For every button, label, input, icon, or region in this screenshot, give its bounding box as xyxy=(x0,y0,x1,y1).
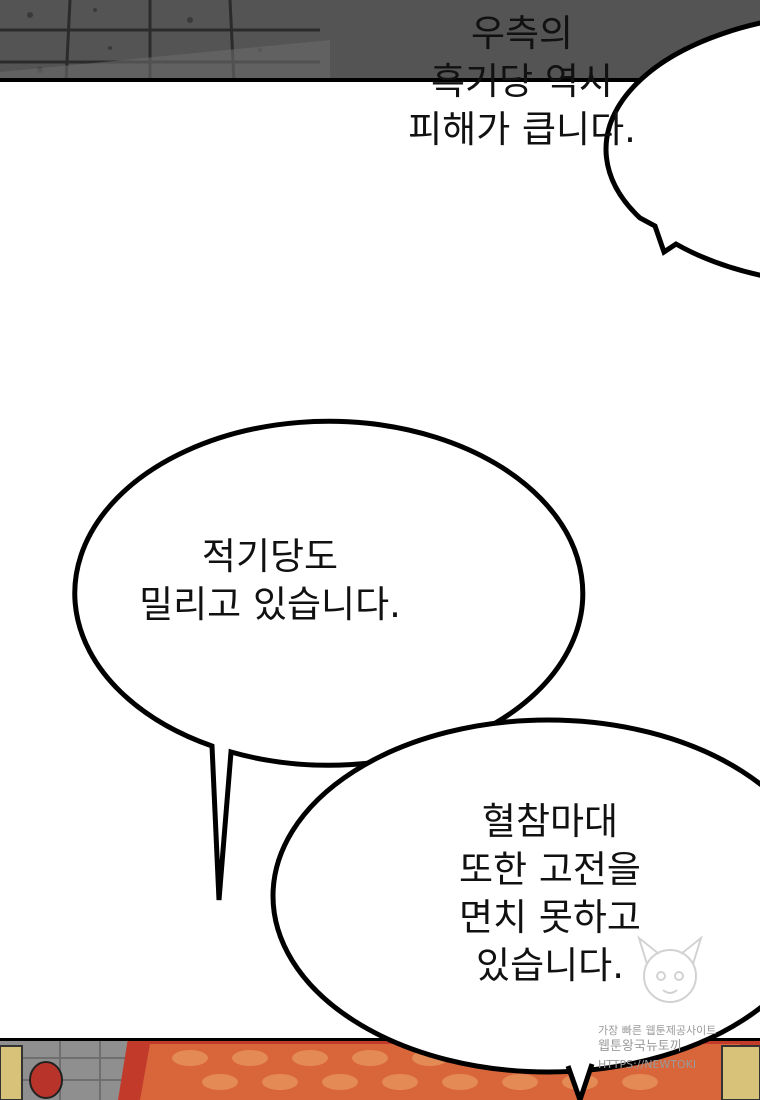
bubble-3-line-2: 또한 고전을 xyxy=(459,848,641,891)
bubble-2-line-1: 적기당도 xyxy=(201,535,339,578)
bubble-1-line-1: 우측의 xyxy=(470,12,574,55)
bubble-1-line-3: 피해가 큽니다. xyxy=(408,108,636,151)
watermark-line-1: 가장 빠른 웹툰제공사이트 xyxy=(598,1024,717,1037)
watermark-line-3: HTTPS://NEWTOKI xyxy=(598,1058,697,1071)
speech-bubble-3 xyxy=(270,717,760,1075)
bubble-1-text: 우측의 흑기당 역시 피해가 큽니다. xyxy=(372,10,672,154)
bubble-1-line-2: 흑기당 역시 xyxy=(431,60,613,103)
speech-bubble-3-tail xyxy=(565,1063,595,1100)
bubble-2-text: 적기당도 밀리고 있습니다. xyxy=(110,533,430,629)
mascot-watermark-icon xyxy=(637,935,703,1003)
bubble-3-line-4: 있습니다. xyxy=(476,944,624,987)
bubble-3-line-3: 면치 못하고 xyxy=(459,896,641,939)
bubble-2-line-2: 밀리고 있습니다. xyxy=(139,583,401,626)
bubble-3-line-1: 혈참마대 xyxy=(481,800,619,843)
watermark-line-2: 웹툰왕국뉴토끼 xyxy=(598,1039,682,1054)
bubble-3-text: 혈참마대 또한 고전을 면치 못하고 있습니다. xyxy=(400,798,700,990)
top-scene-panel xyxy=(0,0,760,82)
speech-bubble-1 xyxy=(603,20,760,278)
stone-floor-art xyxy=(0,0,760,82)
